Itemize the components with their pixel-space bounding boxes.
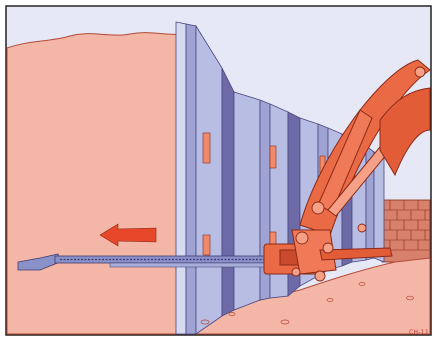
figure-code-label: CH-11 — [409, 329, 429, 336]
soil-mass-left — [7, 33, 182, 334]
